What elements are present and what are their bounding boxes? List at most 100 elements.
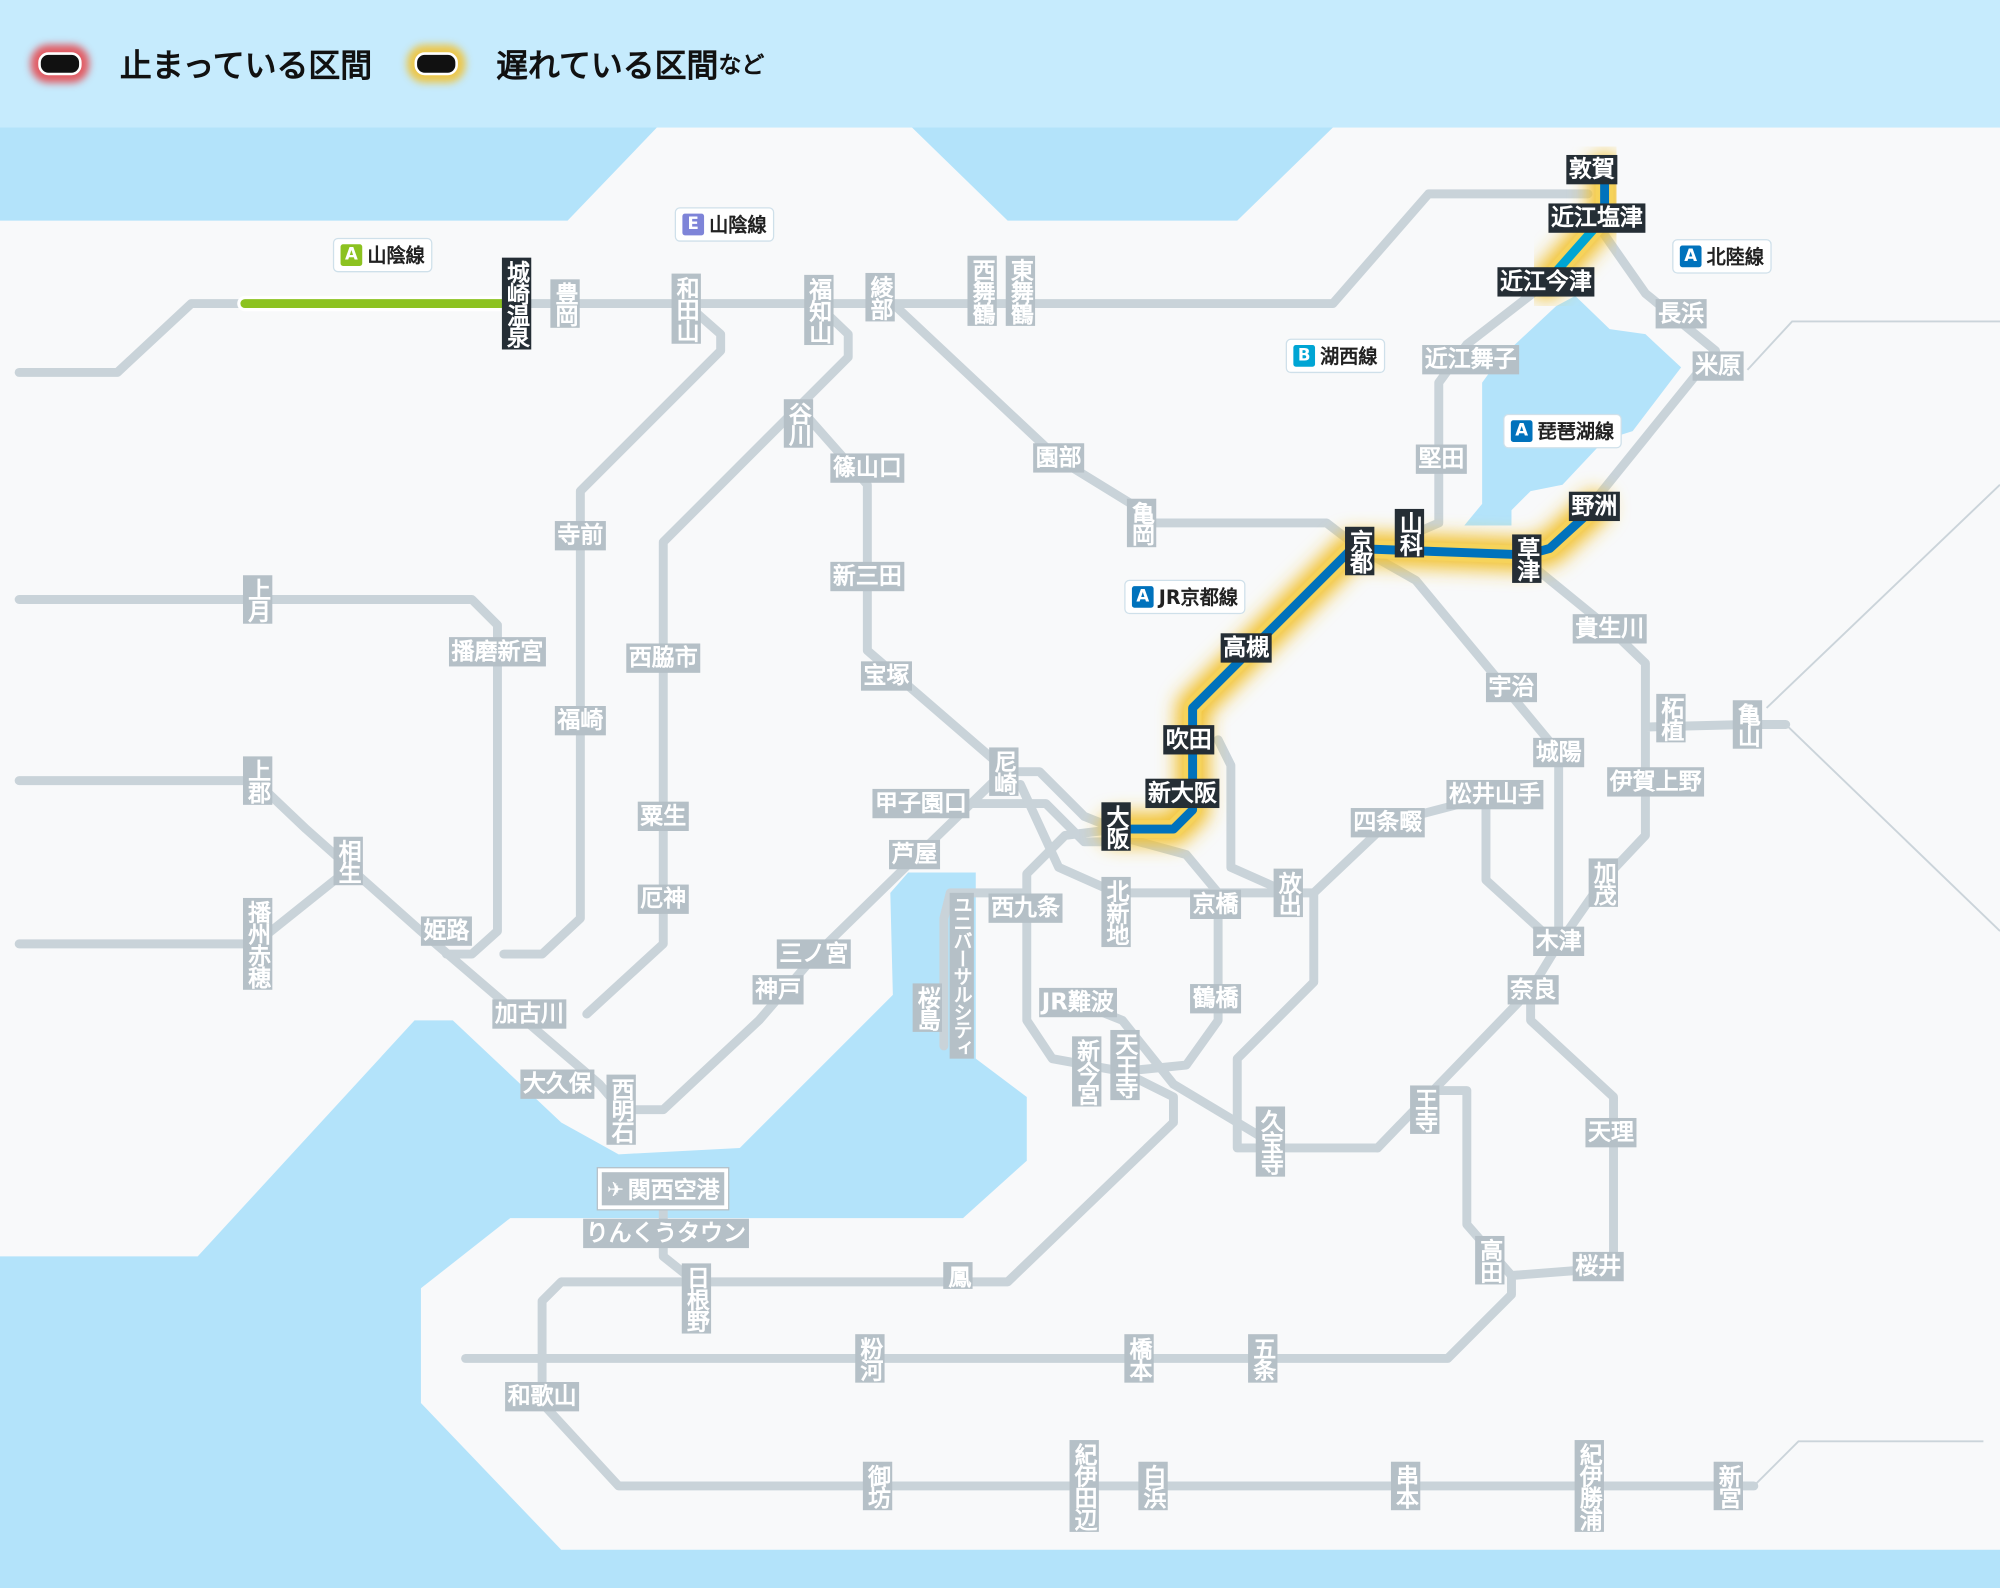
station-label[interactable]: 柘植	[1656, 693, 1686, 743]
station-label[interactable]: 王寺	[1410, 1085, 1440, 1134]
station-label[interactable]: 上月	[242, 575, 273, 624]
station-label[interactable]: 東舞鶴	[1005, 255, 1036, 326]
station-label[interactable]: 白浜	[1138, 1461, 1168, 1511]
sea-areas	[0, 127, 2000, 1588]
station-name: 関西空港	[627, 1177, 720, 1205]
station-label[interactable]: 加茂	[1588, 858, 1618, 907]
station-label[interactable]: 日根野	[681, 1263, 712, 1334]
station-label[interactable]: 近江舞子	[1422, 345, 1520, 375]
station-label[interactable]: 相生	[333, 836, 363, 886]
station-label[interactable]: 木津	[1533, 926, 1585, 956]
station-label[interactable]: 新三田	[830, 561, 905, 592]
station-label[interactable]: 姫路	[420, 916, 472, 946]
station-label[interactable]: 西脇市	[626, 643, 701, 673]
legend-stopped: 止まっている区間	[38, 41, 372, 87]
station-label[interactable]: 和歌山	[505, 1382, 580, 1412]
station-label[interactable]: 播磨新宮	[448, 637, 546, 667]
station-label[interactable]: 新宮	[1713, 1461, 1743, 1511]
station-label[interactable]: 粟生	[637, 801, 689, 831]
station-label[interactable]: 天理	[1585, 1117, 1637, 1148]
station-label[interactable]: 松井山手	[1446, 779, 1544, 810]
station-label[interactable]: 五条	[1248, 1334, 1278, 1383]
station-label[interactable]: 京橋	[1190, 889, 1242, 920]
station-label[interactable]: 堅田	[1415, 444, 1467, 474]
station-label[interactable]: 草津	[1512, 534, 1542, 583]
station-label[interactable]: 野洲	[1568, 491, 1620, 522]
station-label[interactable]: 新今宮	[1072, 1036, 1102, 1107]
station-label[interactable]: 京都	[1345, 526, 1375, 576]
station-label[interactable]: 亀岡	[1126, 498, 1157, 548]
station-label[interactable]: 和田山	[671, 273, 701, 344]
station-label[interactable]: 篠山口	[830, 453, 905, 483]
legend-stopped-label: 止まっている区間	[119, 47, 373, 85]
line-name: 湖西線	[1320, 345, 1378, 368]
station-label[interactable]: 播州赤穂	[242, 897, 273, 990]
station-label[interactable]: 高槻	[1220, 633, 1272, 663]
station-label[interactable]: 山科	[1394, 508, 1425, 558]
station-label[interactable]: 大久保	[520, 1069, 595, 1099]
station-label[interactable]: 吹田	[1163, 725, 1215, 755]
station-label[interactable]: りんくうタウン	[583, 1218, 749, 1249]
station-label[interactable]: 天王寺	[1110, 1029, 1140, 1101]
station-label[interactable]: 豊岡	[550, 279, 580, 328]
legend-delayed: 遅れている区間など	[414, 41, 764, 87]
station-label[interactable]: 敦賀	[1566, 154, 1618, 185]
station-label[interactable]: 綾部	[865, 272, 895, 322]
station-label[interactable]: 近江今津	[1497, 267, 1595, 297]
station-label[interactable]: 西九条	[988, 893, 1063, 923]
station-label[interactable]: 芦屋	[889, 839, 941, 870]
station-label[interactable]: 久宝寺	[1255, 1106, 1286, 1177]
station-label[interactable]: 亀山	[1732, 700, 1763, 749]
station-label[interactable]: 長浜	[1655, 299, 1707, 329]
station-label[interactable]: 厄神	[637, 884, 689, 914]
station-label[interactable]: ユニバーサルシティ	[949, 892, 974, 1059]
station-label[interactable]: 寺前	[554, 521, 606, 551]
station-label[interactable]: 放出	[1273, 868, 1303, 918]
station-label[interactable]: 甲子園口	[872, 788, 970, 819]
station-label[interactable]: 福知山	[804, 274, 834, 346]
station-kansai-airport[interactable]: ✈関西空港	[597, 1168, 729, 1210]
station-label[interactable]: 御坊	[862, 1461, 893, 1511]
station-label[interactable]: 三ノ宮	[776, 939, 851, 969]
station-label[interactable]: 串本	[1390, 1461, 1421, 1511]
station-label[interactable]: 伊賀上野	[1607, 767, 1705, 797]
thin-lines	[1746, 320, 2000, 1487]
station-label[interactable]: 近江塩津	[1548, 203, 1646, 233]
station-label[interactable]: 大阪	[1101, 802, 1131, 851]
station-label[interactable]: 宝塚	[860, 661, 912, 691]
station-label[interactable]: 鶴橋	[1190, 984, 1242, 1014]
station-label[interactable]: 新大阪	[1145, 778, 1220, 809]
station-label[interactable]: 桜島	[912, 983, 942, 1032]
station-label[interactable]: 紀伊田辺	[1069, 1440, 1099, 1532]
station-label[interactable]: 高田	[1475, 1235, 1505, 1285]
station-label[interactable]: 城陽	[1533, 737, 1585, 768]
station-label[interactable]: 粉河	[855, 1334, 885, 1383]
station-label[interactable]: 橋本	[1124, 1334, 1154, 1383]
station-label[interactable]: 加古川	[492, 999, 567, 1029]
station-label[interactable]: 米原	[1692, 351, 1744, 381]
station-label[interactable]: 鳳	[943, 1262, 973, 1289]
station-label[interactable]: 宇治	[1485, 672, 1537, 703]
station-label[interactable]: 上郡	[242, 756, 273, 805]
station-label[interactable]: 奈良	[1507, 975, 1559, 1005]
station-label[interactable]: 西舞鶴	[967, 255, 997, 326]
station-label[interactable]: 紀伊勝浦	[1574, 1440, 1604, 1532]
station-label[interactable]: JR難波	[1039, 987, 1117, 1018]
station-label[interactable]: 北新地	[1101, 876, 1131, 948]
station-label[interactable]: 西明石	[606, 1074, 636, 1145]
station-label[interactable]: 谷川	[783, 399, 814, 448]
station-label[interactable]: 四条畷	[1350, 808, 1425, 838]
station-label[interactable]: 桜井	[1572, 1251, 1624, 1282]
station-label[interactable]: 尼崎	[989, 747, 1019, 796]
station-label[interactable]: 園部	[1033, 443, 1085, 473]
station-label[interactable]: 神戸	[752, 975, 804, 1005]
station-label[interactable]: 城崎温泉	[501, 257, 532, 350]
station-label[interactable]: 貴生川	[1572, 614, 1647, 644]
station-label[interactable]: 福崎	[554, 705, 606, 736]
